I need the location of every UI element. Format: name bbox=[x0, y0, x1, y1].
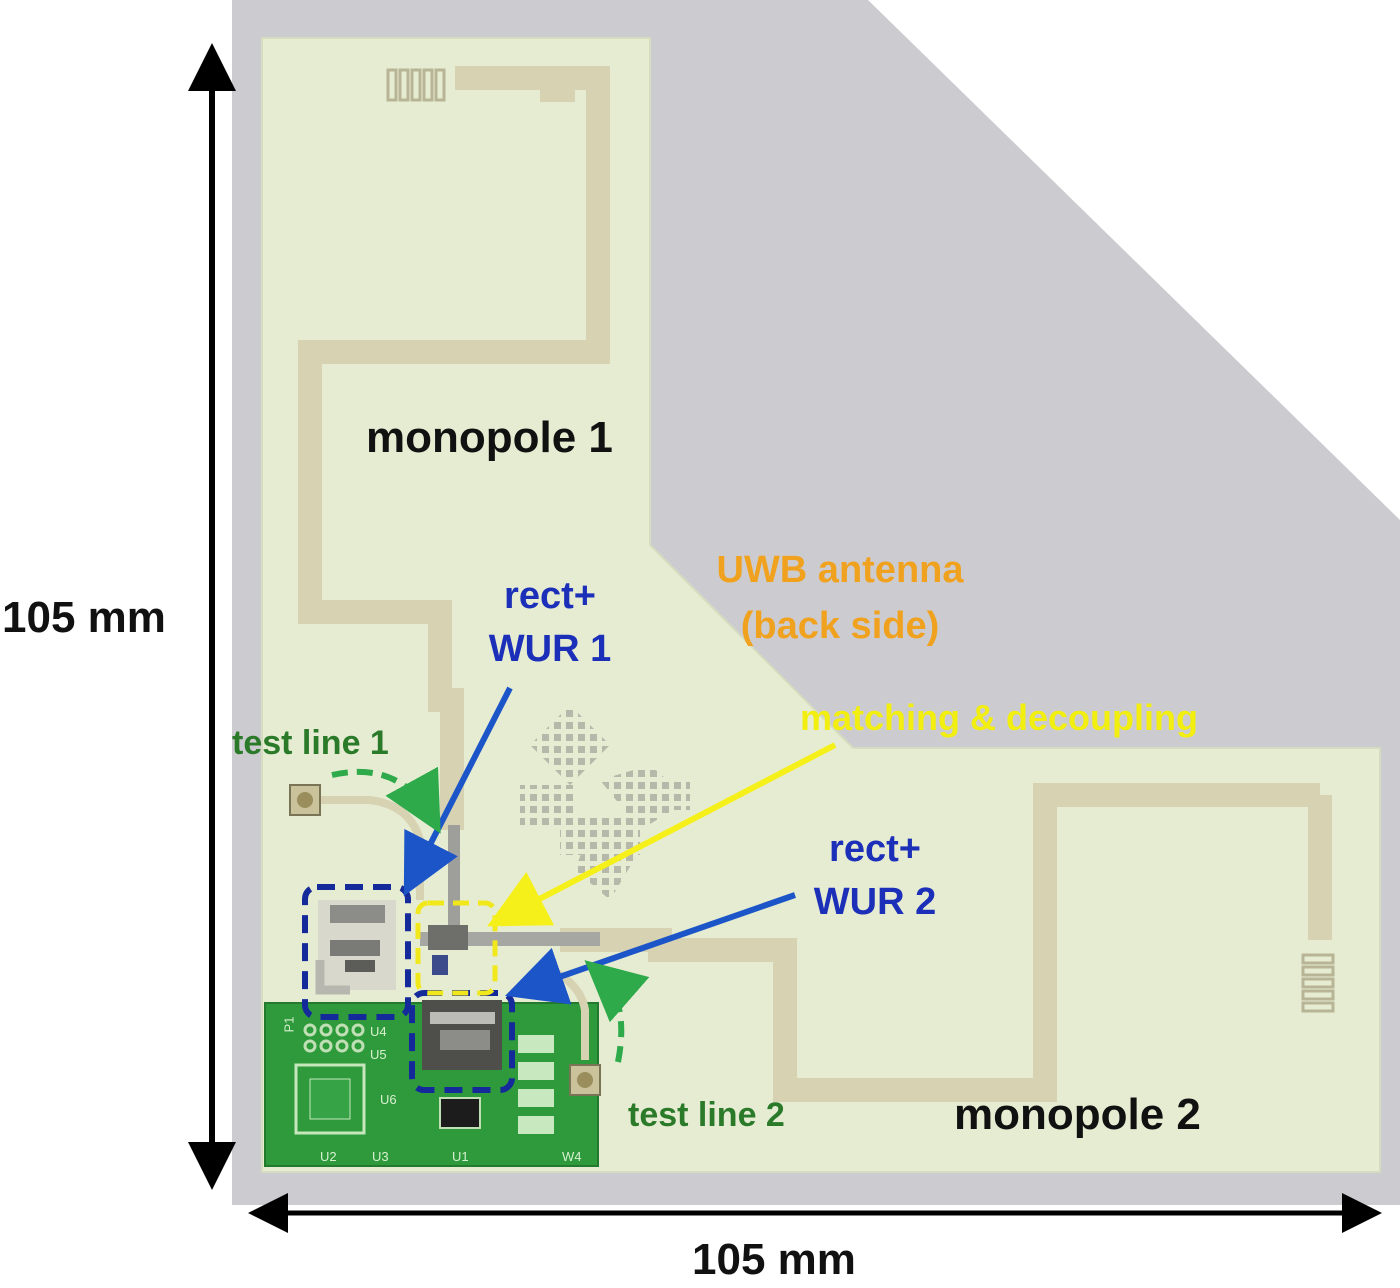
rect-wur-2-label-2: WUR 2 bbox=[813, 881, 937, 923]
monopole-2-label: monopole 2 bbox=[954, 1090, 1201, 1139]
rect-wur-1-arrow bbox=[403, 686, 513, 897]
silk-u1: U1 bbox=[452, 1149, 469, 1164]
silk-u4: U4 bbox=[370, 1024, 387, 1039]
sma-connector-1 bbox=[289, 784, 321, 816]
rect-wur-1-label-2: WUR 1 bbox=[488, 628, 612, 670]
matching-arrow bbox=[487, 742, 837, 927]
monopole-1-trace bbox=[298, 66, 610, 830]
sma-connector-2 bbox=[569, 1064, 601, 1096]
uwb-antenna-label-2: (back side) bbox=[740, 605, 940, 647]
silk-u3: U3 bbox=[372, 1149, 389, 1164]
rect-wur-1-components bbox=[315, 900, 396, 995]
test-line-2-label: test line 2 bbox=[628, 1096, 785, 1134]
matching-box bbox=[415, 900, 498, 996]
monopole-1-slots bbox=[386, 68, 446, 102]
rect-wur-1-label-1: rect+ bbox=[504, 575, 596, 617]
rect-wur-2-label-1: rect+ bbox=[829, 828, 921, 870]
test-line-1-label: test line 1 bbox=[232, 724, 389, 762]
pcb-pads bbox=[518, 1035, 554, 1134]
uwb-dot-pattern bbox=[520, 705, 690, 900]
test-line-2-arrow bbox=[584, 960, 650, 1063]
rect-wur-2-arrow bbox=[504, 892, 796, 1005]
test-line-1-arrow bbox=[331, 766, 441, 834]
monopole-2-slots bbox=[1301, 953, 1335, 1013]
pcb-mcu-inner bbox=[309, 1078, 351, 1120]
monopole-1-label: monopole 1 bbox=[366, 413, 613, 462]
pcb-mcu-footprint bbox=[294, 1063, 366, 1135]
silk-p1: P1 bbox=[281, 1016, 297, 1033]
silk-u2: U2 bbox=[320, 1149, 337, 1164]
width-label: 105 mm bbox=[692, 1235, 856, 1284]
matching-decoupling-label: matching & decoupling bbox=[800, 697, 1199, 738]
silk-u6: U6 bbox=[380, 1092, 397, 1107]
uwb-antenna-label-1: UWB antenna bbox=[716, 549, 964, 591]
pcb-chip-u1 bbox=[439, 1097, 481, 1129]
pcb-pins bbox=[303, 1023, 365, 1053]
silk-w4: W4 bbox=[562, 1149, 582, 1164]
silk-u5: U5 bbox=[370, 1047, 387, 1062]
height-label: 105 mm bbox=[2, 593, 166, 642]
rect-wur-2-components bbox=[422, 1000, 502, 1070]
rect-wur-1-box bbox=[302, 884, 411, 1020]
